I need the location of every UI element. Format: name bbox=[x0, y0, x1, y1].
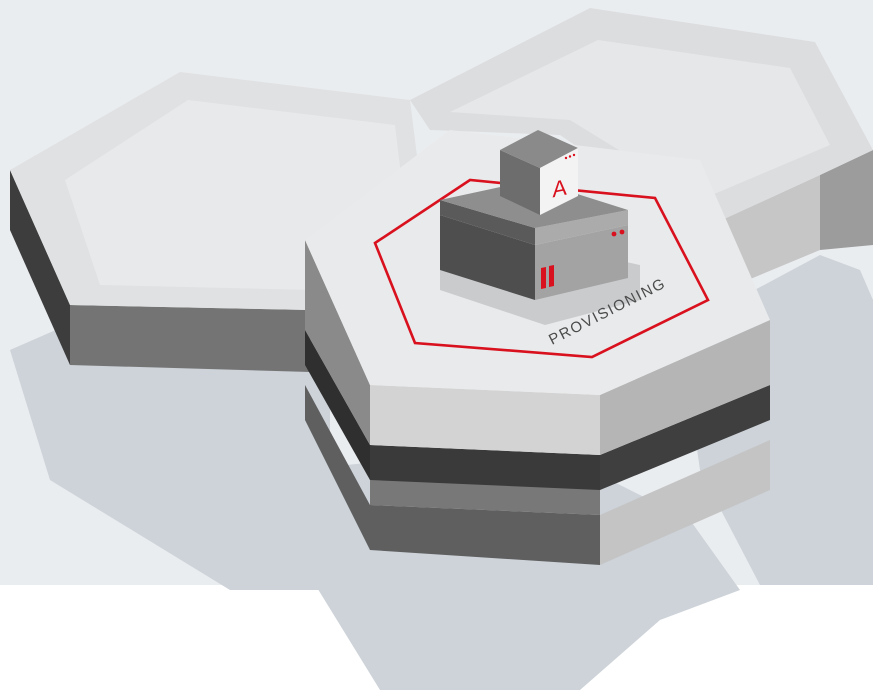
server-drive-bay-2 bbox=[549, 265, 554, 287]
server-status-light-1 bbox=[612, 232, 617, 237]
badge-dot-2 bbox=[569, 155, 571, 157]
server-drive-bay-1 bbox=[541, 267, 546, 289]
badge-dot-3 bbox=[573, 154, 575, 156]
server-status-light-2 bbox=[620, 230, 625, 235]
center-hex-tier1-front bbox=[370, 385, 600, 455]
left-hex-side-mid bbox=[70, 305, 310, 372]
badge-dot-1 bbox=[565, 157, 567, 159]
